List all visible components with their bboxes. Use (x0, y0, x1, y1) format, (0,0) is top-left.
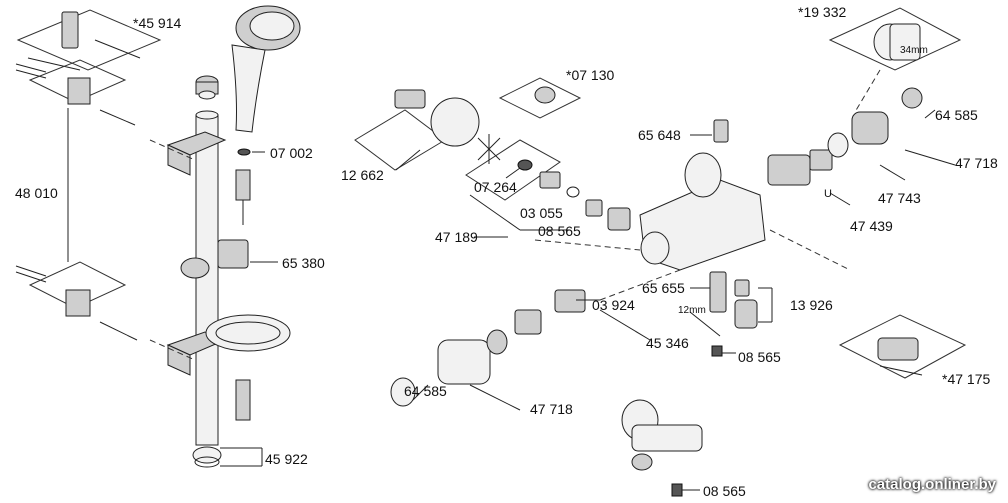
part-label-07002: 07 002 (270, 145, 313, 161)
part-label-08565-a: 08 565 (538, 223, 581, 239)
part-label-03924: 03 924 (592, 297, 635, 313)
part-label-07130: *07 130 (566, 67, 615, 83)
kit-box-19332 (828, 7, 962, 71)
part-label-47718-b: 47 718 (530, 401, 573, 417)
part-label-12662: 12 662 (341, 167, 384, 183)
part-label-13926: 13 926 (790, 297, 833, 313)
kit-box-47175 (838, 314, 967, 379)
dimension-label-12mm: 12mm (678, 305, 706, 316)
mixer-body (639, 119, 766, 271)
valve-65655 (689, 271, 773, 357)
part-label-08565-c: 08 565 (703, 483, 746, 499)
part-label-03055: 03 055 (520, 205, 563, 221)
leader-lines (395, 69, 956, 491)
elbow-fitting (621, 399, 703, 497)
wall-plug-lower (15, 261, 138, 341)
part-label-48010: 48 010 (15, 185, 58, 201)
thermostat-handle-47718 (390, 289, 586, 407)
part-label-64585-b: 64 585 (404, 383, 447, 399)
slide-rail (149, 75, 291, 468)
dimension-label-34mm: 34mm (900, 45, 928, 56)
part-label-45914: *45 914 (133, 15, 182, 31)
part-label-65380: 65 380 (282, 255, 325, 271)
part-label-47189: 47 189 (435, 229, 478, 245)
part-label-19332: *19 332 (798, 4, 847, 20)
hand-shower (231, 5, 301, 133)
star-washer (477, 134, 501, 164)
part-label-47175: *47 175 (942, 371, 991, 387)
wall-plug-upper (15, 59, 136, 126)
part-label-47439: 47 439 (850, 218, 893, 234)
kit-box-07130 (498, 77, 582, 119)
hose-nut (235, 169, 251, 225)
watermark: catalog.onliner.by (868, 476, 996, 493)
kit-box-45914 (16, 9, 162, 71)
part-label-47743: 47 743 (878, 190, 921, 206)
part-label-08565-b: 08 565 (738, 349, 781, 365)
part-label-45346: 45 346 (646, 335, 689, 351)
seal-label-u: U (824, 188, 832, 200)
part-label-47718-a: 47 718 (955, 155, 998, 171)
cartridge-47439 (767, 87, 923, 186)
part-label-64585-a: 64 585 (935, 107, 978, 123)
rosette-12662 (354, 89, 561, 201)
part-label-65648: 65 648 (638, 127, 681, 143)
part-label-45922: 45 922 (265, 451, 308, 467)
holder-screw (235, 379, 251, 421)
part-label-07264: 07 264 (474, 179, 517, 195)
washer-07002 (237, 148, 265, 156)
part-label-65655: 65 655 (642, 280, 685, 296)
connector-03055 (517, 159, 631, 231)
